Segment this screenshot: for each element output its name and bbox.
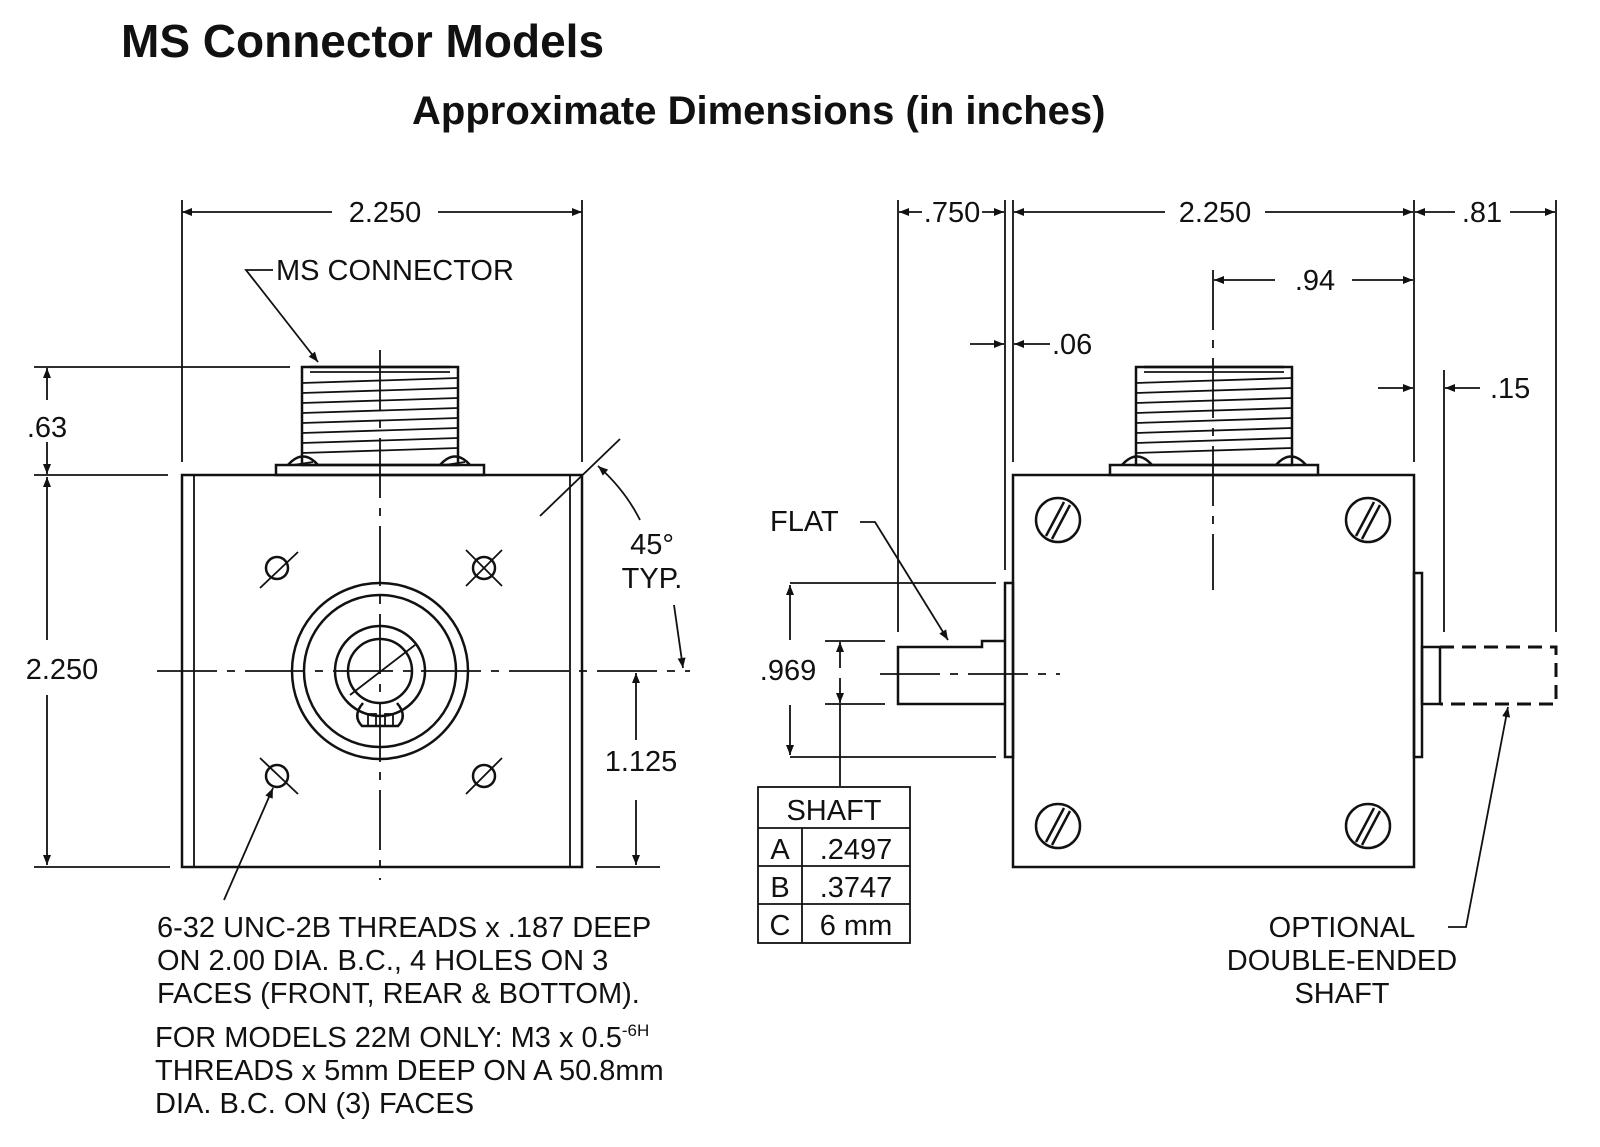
optional-label-line-2: DOUBLE-ENDED bbox=[1227, 945, 1457, 977]
thread-note-line-1: 6-32 UNC-2B THREADS x .187 DEEP bbox=[157, 912, 651, 944]
angle-typ-label: TYP. bbox=[622, 563, 683, 595]
shaft-row-c-letter: C bbox=[770, 910, 791, 942]
shaft-row-a-letter: A bbox=[770, 834, 790, 866]
page-subtitle: Approximate Dimensions (in inches) bbox=[412, 89, 1105, 133]
flat-label: FLAT bbox=[770, 506, 839, 538]
shaft-row-a-value: .2497 bbox=[820, 834, 893, 866]
angle-label: 45° bbox=[630, 529, 674, 561]
optional-shaft-leader bbox=[1448, 706, 1511, 928]
models-note-line-3: DIA. B.C. ON (3) FACES bbox=[155, 1088, 474, 1120]
page-title: MS Connector Models bbox=[121, 15, 604, 67]
gap-dim: .06 bbox=[1052, 329, 1092, 361]
front-view: 2.250 MS CONNECTOR .63 2.250 1.125 45° T… bbox=[26, 197, 690, 901]
side-view: .750 2.250 .81 .94 .06 .15 .969 FLAT bbox=[760, 197, 1558, 1010]
body-screws bbox=[1034, 496, 1392, 850]
models-note-line-2: THREADS x 5mm DEEP ON A 50.8mm bbox=[155, 1055, 664, 1087]
center-height-dim: 1.125 bbox=[605, 746, 678, 778]
connector-label: MS CONNECTOR bbox=[276, 255, 514, 287]
rear-extension-dim: .81 bbox=[1462, 197, 1502, 229]
angle-reference-line bbox=[539, 438, 621, 517]
flat-leader bbox=[860, 521, 949, 641]
shaft-extension-dim: .750 bbox=[924, 197, 980, 229]
rear-shaft-stub bbox=[1420, 645, 1442, 706]
side-connector-threads bbox=[1134, 365, 1294, 467]
side-width-dim: 2.250 bbox=[1179, 197, 1252, 229]
shaft-row-b-letter: B bbox=[770, 872, 789, 904]
shaft-table: SHAFT A .2497 B .3747 C 6 mm bbox=[757, 786, 911, 944]
notes: 6-32 UNC-2B THREADS x .187 DEEP ON 2.00 … bbox=[155, 912, 664, 1120]
thread-note-line-2: ON 2.00 DIA. B.C., 4 HOLES ON 3 bbox=[157, 945, 608, 977]
connector-leader bbox=[244, 269, 319, 363]
models-note-superscript: -6H bbox=[622, 1021, 649, 1040]
flange-screws bbox=[287, 455, 471, 466]
models-note-line-1: FOR MODELS 22M ONLY: M3 x 0.5-6H bbox=[155, 1021, 649, 1054]
front-flange bbox=[1003, 581, 1015, 759]
thread-note-line-3: FACES (FRONT, REAR & BOTTOM). bbox=[157, 978, 640, 1010]
front-height-dim: 2.250 bbox=[26, 654, 99, 686]
shaft-table-header: SHAFT bbox=[786, 795, 881, 827]
mounting-holes bbox=[259, 549, 503, 795]
flange-height-dim: .969 bbox=[760, 655, 816, 687]
shaft-row-b-value: .3747 bbox=[820, 872, 893, 904]
connector-height-dim: .63 bbox=[27, 412, 67, 444]
optional-rear-shaft bbox=[1440, 645, 1558, 706]
optional-label-line-3: SHAFT bbox=[1294, 978, 1389, 1010]
rear-gap-dim: .15 bbox=[1490, 373, 1530, 405]
front-width-dim: 2.250 bbox=[349, 197, 422, 229]
optional-label-line-1: OPTIONAL bbox=[1269, 912, 1416, 944]
front-shaft bbox=[896, 639, 1005, 706]
connector-offset-dim: .94 bbox=[1295, 265, 1335, 297]
shaft-row-c-value: 6 mm bbox=[820, 910, 893, 942]
shaft-hub bbox=[290, 581, 470, 761]
thread-note-leader bbox=[223, 787, 274, 901]
